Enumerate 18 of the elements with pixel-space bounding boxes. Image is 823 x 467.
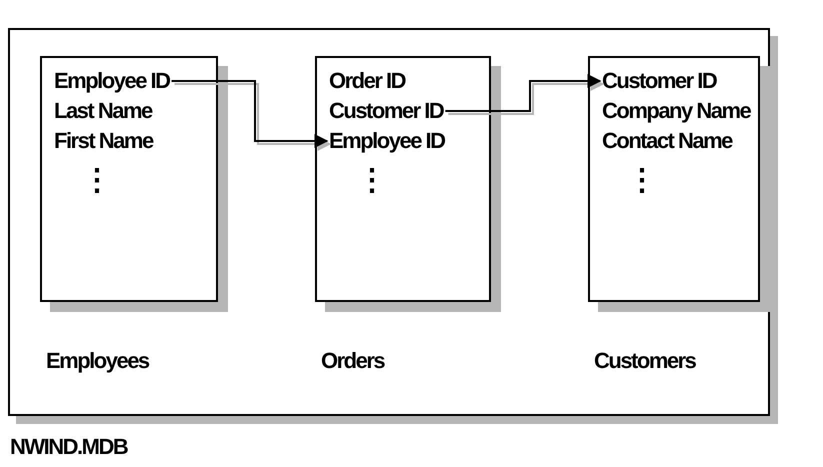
- field-name: Customer ID: [602, 70, 716, 92]
- relationship-arrow: [445, 74, 602, 112]
- field-name: Last Name: [54, 100, 152, 122]
- ellipsis-mark: ⋮: [357, 166, 387, 196]
- field-name: Customer ID: [329, 100, 444, 122]
- field-name: Employee ID: [329, 130, 445, 152]
- table-name: Customers: [594, 350, 696, 372]
- field-name: First Name: [54, 130, 153, 152]
- table-name: Orders: [321, 350, 384, 372]
- database-name: NWIND.MDB: [10, 436, 128, 458]
- ellipsis-mark: ⋮: [82, 166, 112, 196]
- field-name: Employee ID: [54, 70, 170, 92]
- field-name: Contact Name: [602, 130, 732, 152]
- field-name: Company Name: [602, 100, 750, 122]
- relationship-arrow: [172, 80, 328, 148]
- table-name: Employees: [46, 350, 149, 372]
- field-name: Order ID: [329, 70, 406, 92]
- ellipsis-mark: ⋮: [627, 166, 657, 196]
